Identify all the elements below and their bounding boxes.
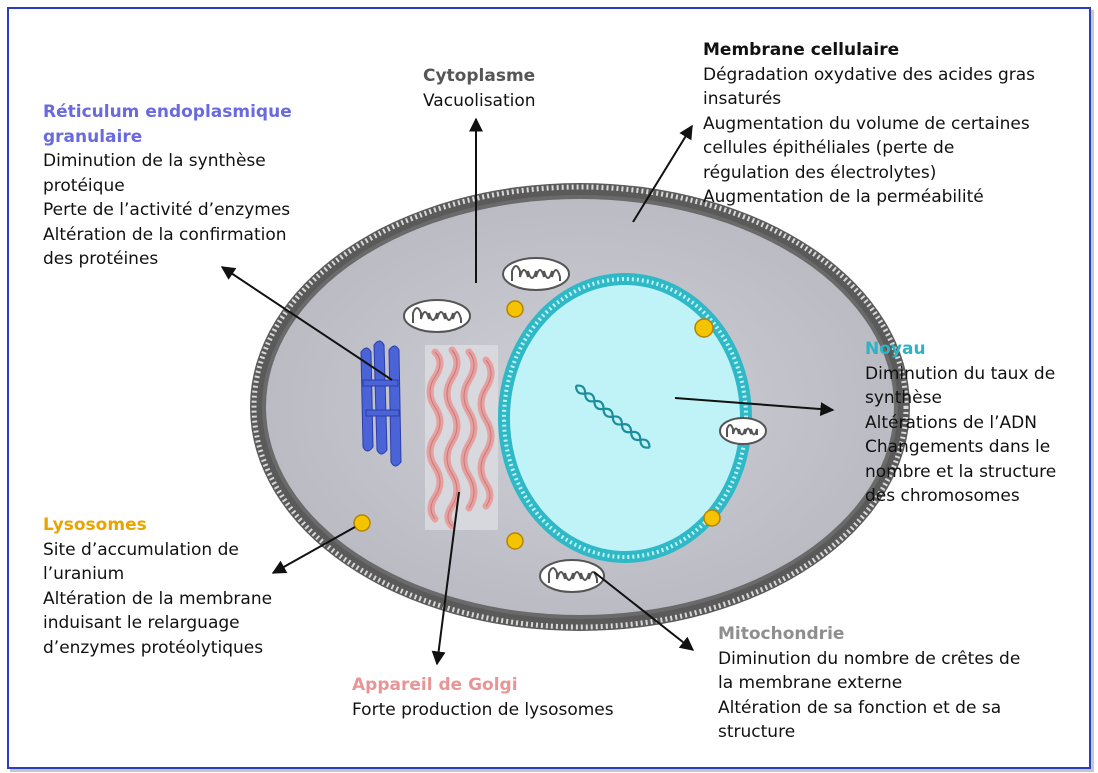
title-lysosomes: Lysosomes [43, 513, 272, 538]
text-line: protéique [43, 174, 292, 199]
text-line: la membrane externe [718, 671, 1020, 696]
text-line: Perte de l’activité d’enzymes [43, 198, 292, 223]
label-golgi: Appareil de Golgi Forte production de ly… [352, 673, 614, 722]
label-cytoplasme: Cytoplasme Vacuolisation [423, 64, 536, 113]
text-line: d’enzymes protéolytiques [43, 636, 272, 661]
title-noyau: Noyau [865, 337, 1056, 362]
label-noyau: Noyau Diminution du taux de synthèse Alt… [865, 337, 1056, 509]
title-golgi: Appareil de Golgi [352, 673, 614, 698]
text-line: Altérations de l’ADN [865, 411, 1056, 436]
text-line: Diminution du taux de [865, 362, 1056, 387]
label-membrane: Membrane cellulaire Dégradation oxydativ… [703, 38, 1035, 210]
mitochondrion-icon [540, 560, 604, 592]
title-mitochondrie: Mitochondrie [718, 622, 1020, 647]
label-reticulum: Réticulum endoplasmique granulaire Dimin… [43, 100, 292, 272]
text-line: Augmentation de la perméabilité [703, 185, 1035, 210]
rough-er-icon [361, 341, 401, 466]
text-line: structure [718, 720, 1020, 745]
text-line: Dégradation oxydative des acides gras [703, 63, 1035, 88]
label-lysosomes: Lysosomes Site d’accumulation de l’urani… [43, 513, 272, 660]
text-line: cellules épithéliales (perte de [703, 136, 1035, 161]
text-line: nombre et la structure [865, 460, 1056, 485]
text-line: des protéines [43, 247, 292, 272]
golgi-icon [425, 345, 498, 530]
mitochondrion-icon [503, 258, 569, 290]
mitochondrion-icon [404, 300, 470, 332]
text-line: Diminution du nombre de crêtes de [718, 647, 1020, 672]
mitochondrion-icon [720, 418, 766, 444]
text-line: synthèse [865, 386, 1056, 411]
text-line: insaturés [703, 87, 1035, 112]
text-line: l’uranium [43, 562, 272, 587]
text-line: induisant le relarguage [43, 611, 272, 636]
text-line: des chromosomes [865, 484, 1056, 509]
text-line: Altération de la confirmation [43, 223, 292, 248]
text-line: Changements dans le [865, 435, 1056, 460]
text-line: Augmentation du volume de certaines [703, 112, 1035, 137]
text-line: Vacuolisation [423, 89, 536, 114]
title-reticulum-1: Réticulum endoplasmique [43, 100, 292, 125]
text-line: Site d’accumulation de [43, 538, 272, 563]
text-line: Altération de la membrane [43, 587, 272, 612]
title-reticulum-2: granulaire [43, 125, 292, 150]
text-line: Diminution de la synthèse [43, 149, 292, 174]
text-line: régulation des électrolytes) [703, 161, 1035, 186]
text-line: Altération de sa fonction et de sa [718, 696, 1020, 721]
text-line: Forte production de lysosomes [352, 698, 614, 723]
title-membrane: Membrane cellulaire [703, 38, 1035, 63]
label-mitochondrie: Mitochondrie Diminution du nombre de crê… [718, 622, 1020, 745]
title-cytoplasme: Cytoplasme [423, 64, 536, 89]
